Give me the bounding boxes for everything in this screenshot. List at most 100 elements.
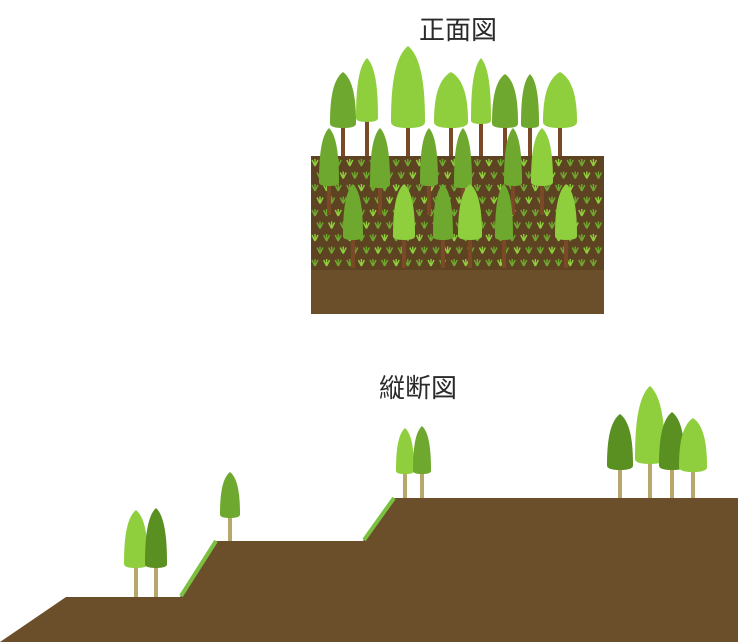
front-tree-front-6 xyxy=(555,184,577,268)
grass-tuft xyxy=(404,159,412,167)
grass-tuft xyxy=(583,221,591,229)
grass-tuft xyxy=(589,184,598,192)
terrace-ground xyxy=(0,498,738,642)
tree-crown xyxy=(531,128,553,186)
grass-tuft xyxy=(478,246,487,254)
grass-tuft xyxy=(536,221,545,229)
grass-tuft xyxy=(392,184,400,192)
tree-crown xyxy=(319,128,339,186)
grass-tuft xyxy=(357,159,366,167)
grass-tuft xyxy=(478,196,487,204)
grass-tuft xyxy=(543,234,551,242)
tree-trunk xyxy=(618,464,622,498)
grass-tuft xyxy=(311,234,319,242)
grass-tuft xyxy=(490,246,498,254)
grass-tuft xyxy=(415,184,424,192)
grass-tuft xyxy=(578,234,586,242)
grass-tuft xyxy=(443,246,452,254)
tree-crown xyxy=(521,74,539,128)
tree-crown xyxy=(454,128,472,188)
grass-tuft xyxy=(392,259,400,267)
tree-trunk xyxy=(403,468,407,498)
grass-tuft xyxy=(311,209,319,217)
tree-crown xyxy=(413,426,431,474)
grass-tuft xyxy=(473,259,482,267)
grass-tuft xyxy=(415,259,424,267)
grass-tuft xyxy=(311,259,319,267)
tree-crown xyxy=(391,46,425,128)
grass-tuft xyxy=(427,259,435,267)
tree-trunk xyxy=(558,122,562,156)
front-tree-back-4 xyxy=(434,72,468,156)
tree-crown xyxy=(356,58,378,122)
grass-tuft xyxy=(339,196,347,204)
tree-crown xyxy=(458,184,482,240)
front-tree-back-6 xyxy=(492,74,518,156)
tree-trunk xyxy=(402,234,406,268)
grass-tuft xyxy=(380,234,389,242)
grass-tuft xyxy=(531,209,540,217)
front-tree-back-8 xyxy=(543,72,577,156)
grass-tuft xyxy=(485,234,493,242)
grass-tuft xyxy=(369,259,377,267)
tree-crown xyxy=(495,184,513,240)
tree-crown xyxy=(393,184,415,240)
section-tree-3 xyxy=(220,472,240,541)
grass-tuft xyxy=(536,246,545,254)
grass-tuft xyxy=(351,171,359,179)
grass-tuft xyxy=(443,171,452,179)
grass-tuft xyxy=(339,246,347,254)
grass-tuft xyxy=(554,259,563,267)
grass-tuft xyxy=(316,221,324,229)
grass-tuft xyxy=(583,196,591,204)
section-tree-8 xyxy=(659,412,685,498)
grass-tuft xyxy=(571,246,579,254)
tree-trunk xyxy=(420,468,424,498)
grass-tuft xyxy=(438,159,447,167)
front-tree-back-1 xyxy=(330,72,356,156)
grass-tuft xyxy=(415,234,424,242)
grass-tuft xyxy=(548,221,556,229)
grass-tuft xyxy=(311,159,319,167)
grass-tuft xyxy=(513,246,521,254)
grass-tuft xyxy=(589,209,598,217)
grass-tuft xyxy=(327,246,336,254)
tree-trunk xyxy=(378,182,382,215)
front-tree-mid-5 xyxy=(504,128,522,215)
grass-tuft xyxy=(369,234,377,242)
grass-tuft xyxy=(380,259,389,267)
grass-tuft xyxy=(520,209,528,217)
tree-crown xyxy=(420,128,438,186)
grass-tuft xyxy=(380,209,389,217)
tree-trunk xyxy=(228,512,232,541)
tree-crown xyxy=(659,412,685,470)
grass-tuft xyxy=(531,234,540,242)
grass-tuft xyxy=(415,209,424,217)
tree-trunk xyxy=(511,180,515,215)
grass-tuft xyxy=(409,246,417,254)
grass-tuft xyxy=(409,171,417,179)
tree-trunk xyxy=(468,234,472,268)
tree-crown xyxy=(343,184,363,240)
front-tree-front-4 xyxy=(458,184,482,268)
grass-tuft xyxy=(485,159,493,167)
grass-tuft xyxy=(559,171,568,179)
grass-tuft xyxy=(485,184,493,192)
slope-grass-upper xyxy=(362,496,396,542)
grass-tuft xyxy=(525,196,533,204)
grass-tuft xyxy=(594,196,603,204)
grass-tuft xyxy=(490,196,498,204)
section-tree-1 xyxy=(124,510,148,597)
grass-tuft xyxy=(578,159,586,167)
grass-tuft xyxy=(543,209,551,217)
section-view-title: 縦断図 xyxy=(378,374,457,404)
grass-tuft xyxy=(578,209,586,217)
grass-tuft xyxy=(589,259,598,267)
grass-tuft xyxy=(548,246,556,254)
grass-tuft xyxy=(589,234,598,242)
grass-tuft xyxy=(420,196,429,204)
tree-trunk xyxy=(691,466,695,498)
grass-tuft xyxy=(594,246,603,254)
grass-tuft xyxy=(525,221,533,229)
